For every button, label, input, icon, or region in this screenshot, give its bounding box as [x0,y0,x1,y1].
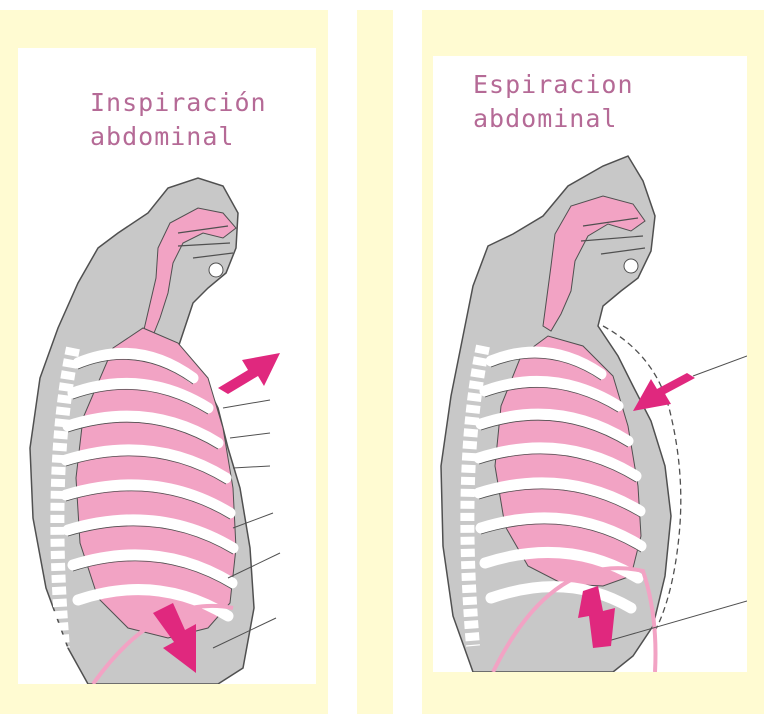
expiration-chest-arrow [633,373,695,411]
inspiration-mouth [209,263,223,277]
divider-frame [357,10,393,714]
inspiration-panel: Inspiración abdominal [18,48,316,684]
expiration-diagram [433,56,747,672]
expiration-panel: Espiracion abdominal [433,56,747,672]
expiration-mouth [624,259,638,273]
inspiration-diagram [18,48,316,684]
inspiration-chest-arrow [218,353,280,394]
